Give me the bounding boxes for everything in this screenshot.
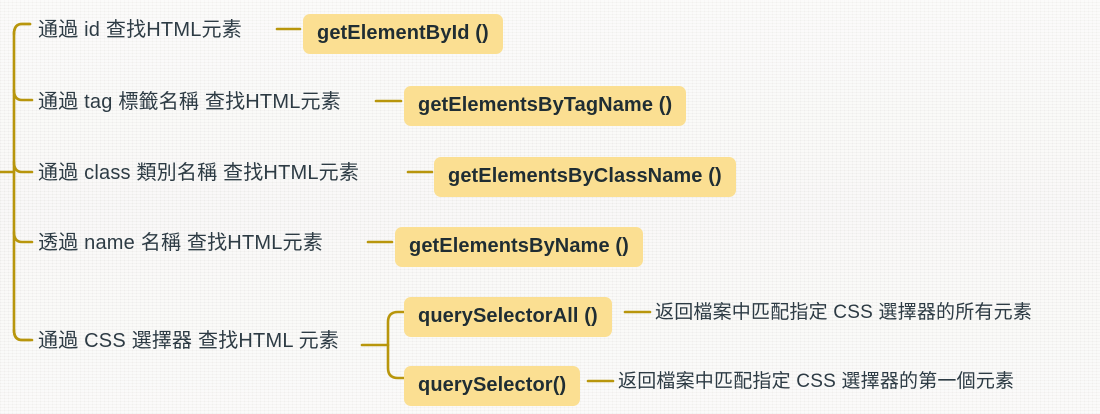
branch-label-by-css[interactable]: 通過 CSS 選擇器 查找HTML 元素 bbox=[38, 330, 340, 352]
method-badge-query-selector[interactable]: querySelector() bbox=[404, 366, 581, 406]
description-query-selector: 返回檔案中匹配指定 CSS 選擇器的第一個元素 bbox=[618, 371, 1015, 392]
hook-by-css bbox=[12, 328, 34, 342]
method-badge-get-elements-by-name[interactable]: getElementsByName () bbox=[395, 227, 643, 267]
method-badge-get-elements-by-class-name[interactable]: getElementsByClassName () bbox=[434, 157, 736, 197]
hook-by-class bbox=[12, 160, 34, 174]
branch-label-by-name[interactable]: 透過 name 名稱 查找HTML元素 bbox=[38, 232, 323, 254]
description-query-selector-all: 返回檔案中匹配指定 CSS 選擇器的所有元素 bbox=[655, 302, 1033, 323]
branch-label-by-class[interactable]: 通過 class 類別名稱 查找HTML元素 bbox=[38, 162, 360, 184]
main-bracket bbox=[12, 22, 32, 342]
branch-label-by-id[interactable]: 通過 id 查找HTML元素 bbox=[38, 19, 242, 41]
hook-by-name bbox=[12, 230, 34, 244]
hook-by-tag bbox=[12, 88, 34, 102]
method-badge-get-elements-by-tag-name[interactable]: getElementsByTagName () bbox=[404, 86, 687, 126]
branch-label-by-tag[interactable]: 通過 tag 標籤名稱 查找HTML元素 bbox=[38, 91, 341, 113]
method-badge-get-element-by-id[interactable]: getElementById () bbox=[303, 14, 503, 54]
method-badge-query-selector-all[interactable]: querySelectorAll () bbox=[404, 297, 612, 337]
hook-by-id bbox=[12, 22, 32, 36]
